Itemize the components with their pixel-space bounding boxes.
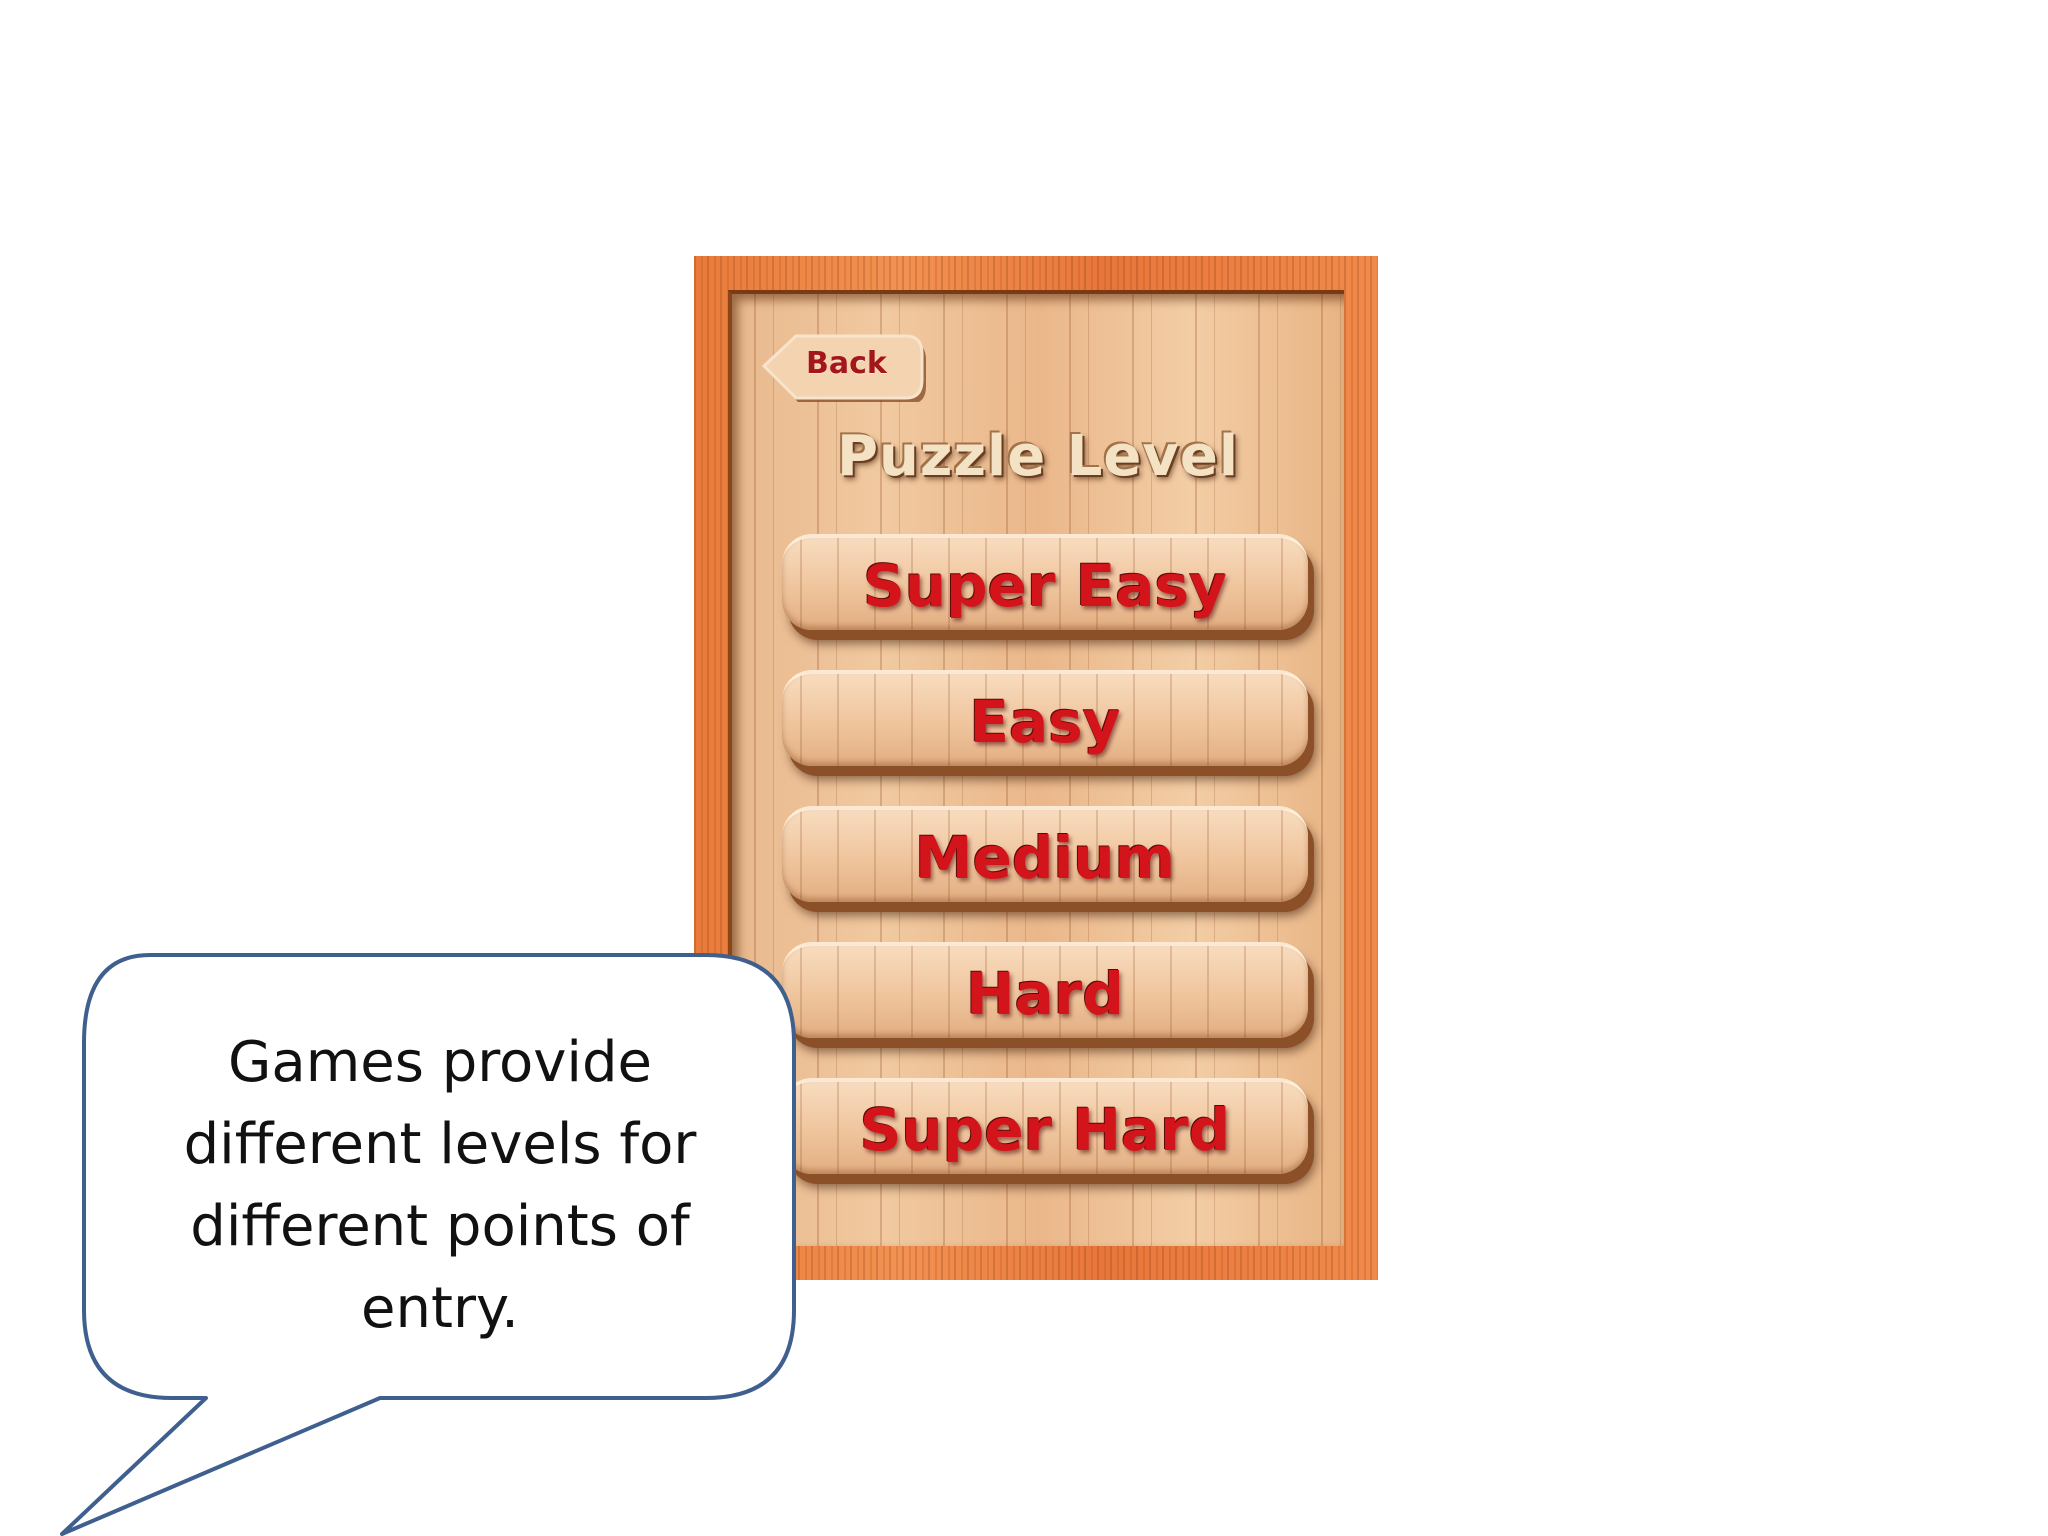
level-button-super-easy[interactable]: Super Easy xyxy=(782,534,1308,630)
back-button[interactable]: Back xyxy=(756,330,926,402)
puzzle-level-title: Puzzle Level xyxy=(836,424,1240,489)
callout-line: different points of xyxy=(190,1194,690,1259)
level-label: Super Hard xyxy=(859,1096,1231,1164)
level-button-hard[interactable]: Hard xyxy=(782,942,1308,1038)
callout-line: Games provide xyxy=(228,1030,652,1095)
level-label: Easy xyxy=(969,688,1121,756)
back-arrow-shape xyxy=(761,334,926,402)
callout-line: different levels for xyxy=(183,1112,697,1177)
callout-line: entry. xyxy=(361,1276,519,1341)
level-list: Super Easy Easy Medium Hard Super Hard xyxy=(782,534,1312,1214)
back-label: Back xyxy=(806,346,887,381)
level-button-easy[interactable]: Easy xyxy=(782,670,1308,766)
level-label: Super Easy xyxy=(863,552,1227,620)
game-screenshot: Back Puzzle Level Super Easy Easy Medium… xyxy=(694,256,1378,1280)
level-button-medium[interactable]: Medium xyxy=(782,806,1308,902)
level-label: Medium xyxy=(914,824,1176,892)
level-button-super-hard[interactable]: Super Hard xyxy=(782,1078,1308,1174)
callout-text: Games provide different levels for diffe… xyxy=(110,1022,770,1350)
wood-board: Back Puzzle Level Super Easy Easy Medium… xyxy=(728,290,1344,1246)
level-label: Hard xyxy=(966,960,1124,1028)
